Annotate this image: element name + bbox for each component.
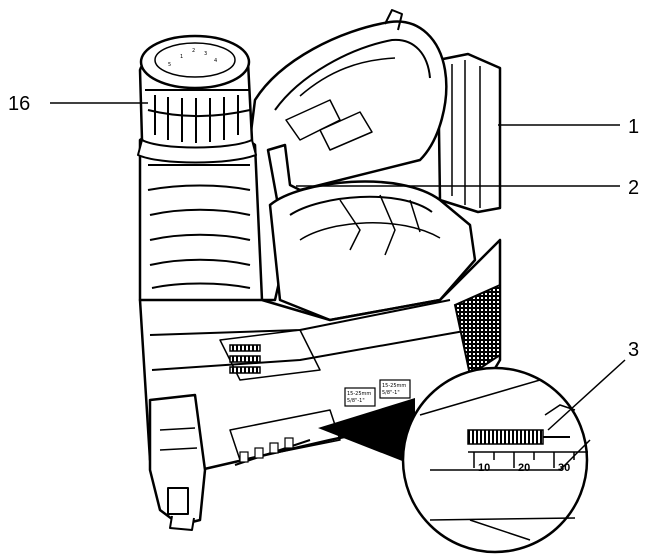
magazine-ruler xyxy=(234,437,311,466)
battery-pack xyxy=(436,52,502,214)
vent-grille xyxy=(453,283,501,377)
handle xyxy=(243,9,448,302)
svg-text:5: 5 xyxy=(168,62,171,68)
callout-label-3: 3 xyxy=(628,339,639,361)
svg-text:4: 4 xyxy=(214,58,217,64)
callout-line-3 xyxy=(547,359,626,431)
scale-label-10: 10 xyxy=(478,462,490,474)
magazine-label-2: 5/8"-1" xyxy=(347,398,365,404)
callout-label-2: 2 xyxy=(628,177,639,199)
depth-dial xyxy=(137,34,257,164)
magazine-label-1: 15-25mm xyxy=(347,391,371,397)
motor-housing xyxy=(268,180,477,322)
callout-label-16: 16 xyxy=(8,93,30,115)
svg-text:3: 3 xyxy=(204,51,207,57)
svg-text:1: 1 xyxy=(180,54,183,60)
front-grip xyxy=(138,128,264,317)
magazine-slots xyxy=(229,344,261,374)
scale-ticks xyxy=(473,452,575,468)
scale-label-30: 30 xyxy=(558,462,570,474)
magazine-label-3: 15-25mm xyxy=(382,383,406,389)
magazine-spec-labels xyxy=(344,379,411,407)
svg-text:2: 2 xyxy=(192,48,195,54)
magnifier-detail xyxy=(318,366,591,554)
callout-lines xyxy=(50,102,626,431)
safety-nose xyxy=(148,393,207,531)
scale-label-20: 20 xyxy=(518,462,530,474)
magazine-label-4: 5/8"-1" xyxy=(382,390,400,396)
dial-markings: 1 2 3 4 5 xyxy=(168,48,217,68)
callout-label-1: 1 xyxy=(628,116,639,138)
